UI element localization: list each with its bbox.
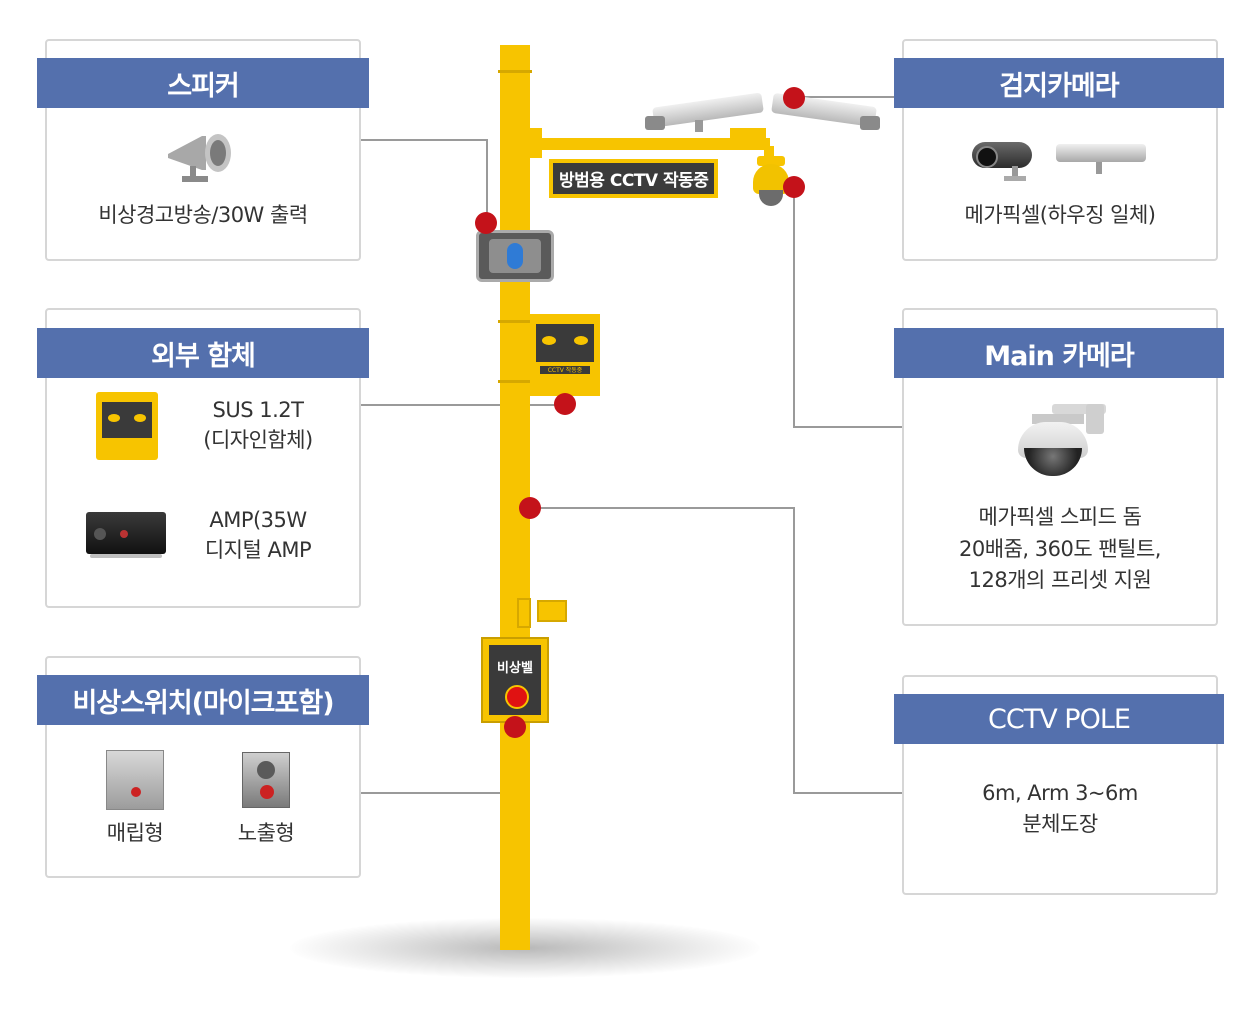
surface-switch-image	[242, 752, 290, 808]
connector-speaker-v	[486, 139, 488, 223]
pole-enclosure: CCTV 작동중	[530, 314, 600, 396]
detect-camera-left	[645, 92, 767, 132]
detect-camera-right	[771, 92, 880, 132]
emergency-switch-card-title: 비상스위치(마이크포함)	[37, 675, 369, 725]
marker-pole	[519, 497, 541, 519]
speaker-card-title: 스피커	[37, 58, 369, 108]
marker-switch	[504, 716, 526, 738]
marker-enclosure	[554, 393, 576, 415]
speed-dome-image	[1012, 404, 1108, 478]
connector-speaker	[360, 139, 488, 141]
speaker-desc: 비상경고방송/30W 출력	[98, 203, 308, 227]
pole-arm-drop	[764, 146, 774, 162]
cctv-sign-text: 방범용 CCTV 작동중	[553, 163, 715, 194]
enclosure-card-title: 외부 함체	[37, 328, 369, 378]
design-enclosure-image	[96, 392, 158, 460]
pole-speaker-box	[476, 230, 554, 282]
cctv-pole-line1: 6m, Arm 3~6m	[982, 781, 1138, 805]
pole-joint-1	[498, 70, 532, 73]
connector-enclosure	[360, 404, 565, 406]
emergency-switch-type2: 노출형	[237, 821, 295, 845]
main-camera-card-title: Main 카메라	[894, 328, 1224, 378]
emergency-bell-label: 비상벨	[497, 661, 533, 676]
emergency-bell-button	[505, 685, 529, 709]
enclosure-item1-line1: SUS 1.2T	[212, 398, 304, 422]
pole-joint-2	[498, 320, 532, 323]
pole-enclosure-label: CCTV 작동중	[547, 367, 583, 374]
enclosure-item2-line1: AMP(35W	[209, 508, 307, 532]
marker-detect-camera	[783, 87, 805, 109]
connector-main-camera	[793, 426, 903, 428]
emergency-bell-box: 비상벨	[481, 637, 549, 723]
pole-small-bracket	[517, 598, 567, 628]
housing-camera-image	[1056, 140, 1148, 180]
connector-pole-v	[793, 507, 795, 794]
connector-main-camera-v	[793, 186, 795, 428]
marker-speaker	[475, 212, 497, 234]
enclosure-item1-line2: (디자인함체)	[203, 428, 313, 452]
detect-camera-card-title: 검지카메라	[894, 58, 1224, 108]
connector-switch	[360, 792, 516, 794]
emergency-switch-type1: 매립형	[106, 821, 164, 845]
cctv-sign: 방범용 CCTV 작동중	[549, 159, 719, 198]
flush-switch-image	[106, 750, 164, 810]
connector-detect-camera	[794, 96, 902, 98]
marker-main-camera	[783, 176, 805, 198]
pole-joint-3	[498, 380, 532, 383]
pole-arm	[528, 138, 770, 150]
detect-camera-desc: 메가픽셀(하우징 일체)	[964, 203, 1156, 227]
pole-arm-top	[730, 128, 766, 138]
speaker-icon	[162, 128, 244, 184]
enclosure-item2-line2: 디지털 AMP	[204, 538, 312, 562]
cctv-pole-line2: 분체도장	[1022, 812, 1098, 836]
cctv-pole-card-title: CCTV POLE	[894, 694, 1224, 744]
amp-image	[86, 512, 166, 558]
main-camera-line1: 메가픽셀 스피드 돔	[978, 505, 1142, 529]
connector-pole-h	[793, 792, 903, 794]
main-camera-line2: 20배줌, 360도 팬틸트,	[959, 537, 1161, 561]
bullet-camera-image	[972, 138, 1038, 184]
pole-arm-bracket	[528, 128, 542, 158]
connector-pole	[530, 507, 795, 509]
main-camera-line3: 128개의 프리셋 지원	[968, 568, 1152, 592]
